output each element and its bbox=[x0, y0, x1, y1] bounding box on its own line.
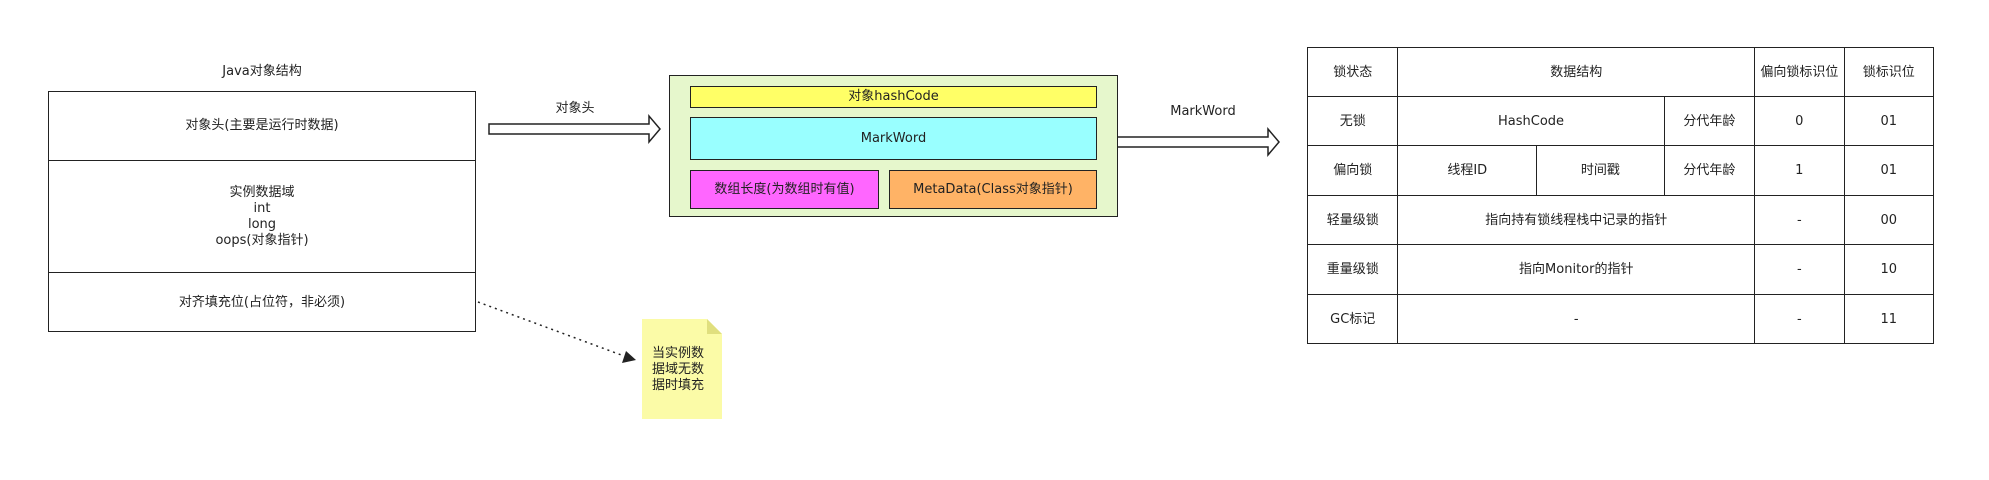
data-structure-cell: 指向Monitor的指针 bbox=[1397, 244, 1756, 295]
note-line: 当实例数 bbox=[652, 346, 705, 361]
object-header-row: 对象头(主要是运行时数据) bbox=[49, 92, 475, 161]
table-row: GC标记 - - 11 bbox=[1306, 294, 1935, 344]
instance-data-label: 实例数据域 bbox=[229, 184, 295, 200]
data-structure-cell: - bbox=[1397, 294, 1756, 344]
note-connector bbox=[477, 301, 625, 357]
header-biased-flag: 偏向锁标识位 bbox=[1754, 47, 1845, 97]
header-data-structure: 数据结构 bbox=[1397, 47, 1756, 97]
biased-flag-cell: - bbox=[1754, 195, 1845, 245]
note-shape bbox=[642, 319, 722, 419]
header-arrow bbox=[488, 113, 661, 145]
biased-flag-cell: - bbox=[1754, 294, 1845, 344]
biased-flag-cell: 1 bbox=[1754, 145, 1845, 196]
array-length-block: 数组长度(为数组时有值) bbox=[690, 170, 879, 209]
note-line: 据域无数 bbox=[652, 362, 705, 377]
structure-title: Java对象结构 bbox=[222, 64, 302, 79]
lock-flag-cell: 11 bbox=[1843, 294, 1935, 344]
instance-type-oops: oops(对象指针) bbox=[215, 232, 309, 248]
lock-state-cell: GC标记 bbox=[1306, 294, 1399, 344]
object-header-container: 对象hashCode MarkWord 数组长度(为数组时有值) MetaDat… bbox=[669, 75, 1118, 217]
markword-arrow-label: MarkWord bbox=[1170, 104, 1236, 119]
header-lock-state: 锁状态 bbox=[1306, 47, 1399, 97]
biased-flag-cell: 0 bbox=[1754, 96, 1845, 146]
header-lock-flag: 锁标识位 bbox=[1843, 47, 1935, 97]
lock-flag-cell: 01 bbox=[1843, 145, 1935, 196]
table-row: 偏向锁 线程ID 时间戳 分代年龄 1 01 bbox=[1306, 145, 1935, 196]
instance-type-long: long bbox=[247, 216, 277, 232]
padding-row: 对齐填充位(占位符，非必须) bbox=[178, 294, 346, 310]
lock-flag-cell: 10 bbox=[1843, 244, 1935, 295]
data-structure-cell: 指向持有锁线程栈中记录的指针 bbox=[1397, 195, 1756, 245]
note-line: 据时填充 bbox=[652, 378, 705, 393]
lock-flag-cell: 00 bbox=[1843, 195, 1935, 245]
note-text: 当实例数 据域无数 据时填充 bbox=[652, 346, 712, 394]
table-header-row: 锁状态 数据结构 偏向锁标识位 锁标识位 bbox=[1306, 47, 1935, 97]
markword-arrow bbox=[1109, 126, 1280, 158]
hashcode-block: 对象hashCode bbox=[690, 86, 1097, 108]
table-row: 重量级锁 指向Monitor的指针 - 10 bbox=[1306, 244, 1935, 295]
object-structure-box: 对象头(主要是运行时数据) 实例数据域 int long oops(对象指针) … bbox=[48, 91, 476, 332]
lock-state-cell: 重量级锁 bbox=[1306, 244, 1399, 295]
lock-flag-cell: 01 bbox=[1843, 96, 1935, 146]
lock-state-cell: 轻量级锁 bbox=[1306, 195, 1399, 245]
markword-block: MarkWord bbox=[690, 117, 1097, 160]
table-row: 轻量级锁 指向持有锁线程栈中记录的指针 - 00 bbox=[1306, 195, 1935, 245]
instance-type-int: int bbox=[253, 200, 271, 216]
table-row: 无锁 HashCode 分代年龄 0 01 bbox=[1306, 96, 1935, 146]
lock-state-table: 锁状态 数据结构 偏向锁标识位 锁标识位 无锁 HashCode 分代年龄 0 … bbox=[1306, 47, 1935, 344]
lock-state-cell: 无锁 bbox=[1306, 96, 1399, 146]
instance-data-row: 实例数据域 int long oops(对象指针) bbox=[49, 161, 475, 273]
data-structure-cell: 分代年龄 bbox=[1663, 145, 1756, 196]
note-connector-arrowhead bbox=[622, 351, 636, 363]
biased-flag-cell: - bbox=[1754, 244, 1845, 295]
data-structure-cell: 线程ID bbox=[1397, 145, 1538, 196]
data-structure-cell: 分代年龄 bbox=[1663, 96, 1756, 146]
data-structure-cell: 时间戳 bbox=[1536, 145, 1665, 196]
metadata-block: MetaData(Class对象指针) bbox=[889, 170, 1097, 209]
header-arrow-label: 对象头 bbox=[555, 101, 595, 116]
data-structure-cell: HashCode bbox=[1397, 96, 1665, 146]
lock-state-cell: 偏向锁 bbox=[1306, 145, 1399, 196]
